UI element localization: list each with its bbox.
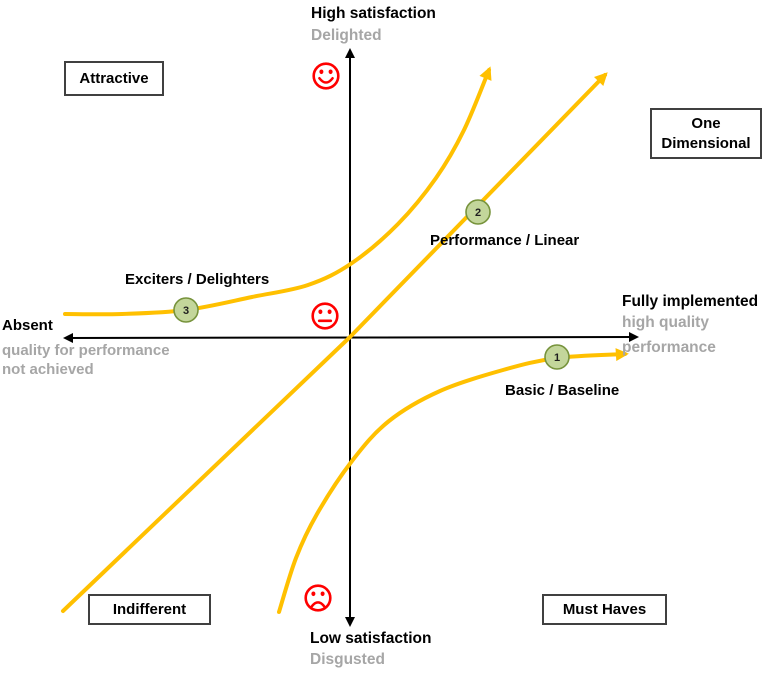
- happy-smiley-icon: [312, 62, 340, 90]
- exciters-curve: [63, 66, 492, 317]
- performance-linear-label: Performance / Linear: [430, 232, 580, 249]
- neutral-smiley-icon: [311, 302, 339, 330]
- x-axis-left-label: Absent: [2, 317, 53, 334]
- quadrant-box-attractive: Attractive: [64, 61, 164, 96]
- curve-marker-3: 3: [173, 297, 199, 323]
- quadrant-box-indifferent: Indifferent: [88, 594, 211, 625]
- curve-marker-1: 1: [544, 344, 570, 370]
- marker-circle-1: [544, 344, 570, 370]
- marker-number-3: 3: [183, 305, 189, 317]
- one-dimensional-line2: Dimensional: [661, 134, 751, 152]
- curve-marker-2: 2: [465, 199, 491, 225]
- marker-circle-2: [465, 199, 491, 225]
- sad-smiley-icon: [304, 584, 332, 612]
- x-axis-left-sublabel-2: not achieved: [2, 361, 94, 378]
- x-axis-right-sublabel-1: high quality: [622, 314, 709, 331]
- quadrant-box-must-haves: Must Haves: [542, 594, 667, 625]
- basic-baseline-label: Basic / Baseline: [505, 382, 620, 399]
- marker-circle-3: [173, 297, 199, 323]
- x-axis-right-label: Fully implemented: [622, 293, 759, 310]
- x-axis-left-sublabel-1: quality for performance: [2, 342, 170, 359]
- y-axis-bottom-label: Low satisfaction: [310, 630, 432, 647]
- quadrant-box-one-dimensional: One Dimensional: [650, 108, 762, 159]
- y-axis-top-label: High satisfaction: [311, 5, 436, 22]
- marker-number-2: 2: [475, 207, 481, 219]
- y-axis-top-sublabel: Delighted: [311, 27, 382, 44]
- one-dimensional-line1: One: [691, 114, 721, 132]
- y-axis-bottom-sublabel: Disgusted: [310, 651, 385, 668]
- marker-number-1: 1: [554, 352, 560, 364]
- exciters-delighters-label: Exciters / Delighters: [125, 271, 270, 288]
- x-axis-right-sublabel-2: performance: [622, 339, 716, 356]
- performance-curve: [61, 72, 608, 613]
